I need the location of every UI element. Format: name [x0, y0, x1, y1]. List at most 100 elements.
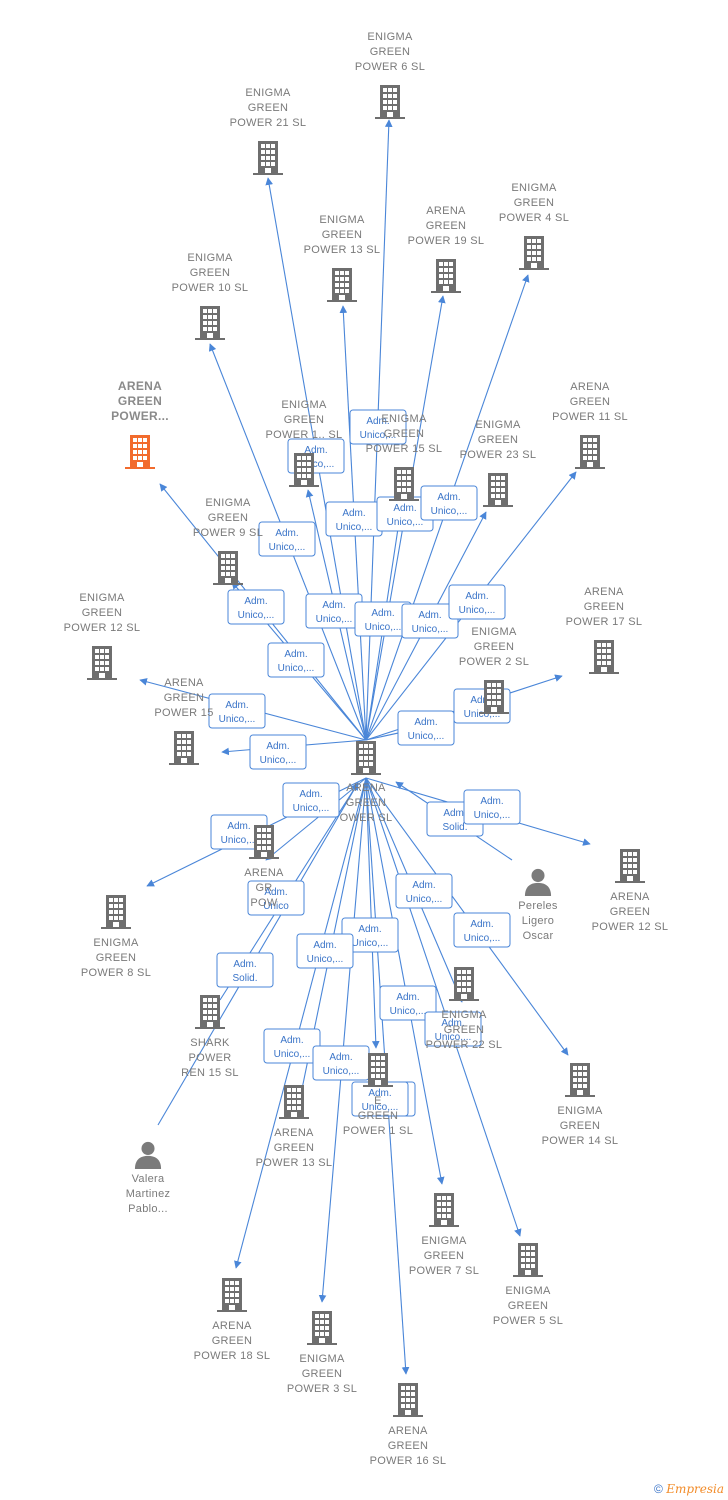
building-icon	[393, 1383, 423, 1417]
role-badge[interactable]: Adm.Unico,...	[325, 501, 383, 537]
badge-role: Adm.	[470, 919, 493, 930]
badge-role: Adm.	[304, 445, 327, 456]
person-node-n26[interactable]: ValeraMartinezPablo...	[126, 1141, 171, 1215]
node-label-line: POWER 13 SL	[304, 244, 381, 256]
node-label-line: GR	[255, 882, 272, 894]
role-badge[interactable]: Adm.Unico,...	[305, 593, 363, 629]
building-icon	[125, 435, 155, 469]
edge-center-n27	[365, 777, 445, 1185]
role-badge[interactable]: Adm.Unico,...	[258, 521, 316, 557]
node-label-line: POWER 2 SL	[459, 656, 529, 668]
role-badge[interactable]: Adm.Unico	[247, 880, 305, 916]
building-icon	[307, 1311, 337, 1345]
role-badge[interactable]: Adm.Solid.	[216, 952, 274, 988]
badge-role: Adm.	[470, 695, 493, 706]
role-badge[interactable]: Adm.Unico,...	[354, 601, 412, 637]
role-badge[interactable]: Adm. Unico,...	[312, 1045, 370, 1081]
role-badge[interactable]: Adm.Unico,...	[208, 693, 266, 729]
role-badge[interactable]: Adm.Unico,...	[395, 873, 453, 909]
company-node-n7[interactable]: ARENAGREENPOWER...	[111, 379, 169, 469]
node-label-line: POWER 22 SL	[426, 1039, 503, 1051]
role-badge[interactable]: Adm.Unico,...	[296, 933, 354, 969]
node-label-line: POWER 4 SL	[499, 212, 569, 224]
role-badge[interactable]: Adm.Unico,...	[420, 485, 478, 521]
role-badge[interactable]: Adm.Unico,...	[249, 734, 307, 770]
node-label-line: ENIGMA	[557, 1105, 603, 1117]
badge-detail: Unico,...	[336, 522, 373, 533]
role-badge[interactable]: Adm.Unico,...	[401, 603, 459, 639]
node-label-line: GREEN	[346, 797, 387, 809]
person-icon	[134, 1141, 162, 1169]
role-badge[interactable]: Adm.Unico,...	[448, 584, 506, 620]
role-badge[interactable]: Adm.Unico,...	[227, 589, 285, 625]
node-label-line: GREEN	[82, 607, 123, 619]
badge-role: Adm.	[396, 992, 419, 1003]
building-icon	[575, 435, 605, 469]
badge-detail: Unico,...	[219, 714, 256, 725]
node-label-line: POWER 3 SL	[287, 1383, 357, 1395]
node-label-line: Pablo...	[128, 1203, 168, 1215]
node-label-line: GREEN	[426, 220, 467, 232]
role-badge[interactable]: Adm.Unico,...	[453, 912, 511, 948]
role-badge[interactable]: Adm. Unico,...	[379, 985, 437, 1021]
node-label-line: ENIGMA	[319, 214, 365, 226]
node-label-line: GREEN	[274, 1142, 315, 1154]
empresia-credit[interactable]: © Empresia	[654, 1482, 724, 1496]
badge-detail: Unico,...	[390, 1006, 427, 1017]
role-badge[interactable]: Adm.Unico,...	[397, 710, 455, 746]
badge-detail: Unico,...	[323, 1066, 360, 1077]
role-badge[interactable]: Adm.Unico,...	[267, 642, 325, 678]
role-badge[interactable]: Adm.Unico,...	[463, 789, 521, 825]
role-badge[interactable]: Adm.Unico,...	[341, 917, 399, 953]
badge-detail: Unico,...	[459, 605, 496, 616]
node-label-line: GREEN	[322, 229, 363, 241]
building-icon	[589, 640, 619, 674]
badge-detail: Unico,...	[238, 610, 275, 621]
badge-role: Adm.	[441, 1018, 464, 1029]
role-badge[interactable]: Adm.Unico,...	[282, 782, 340, 818]
badge-role: Adm.	[329, 1052, 352, 1063]
role-badge[interactable]: Adm.Unico,...	[349, 409, 407, 445]
role-badge[interactable]: Adm.Unico,...	[263, 1028, 321, 1064]
badge-role: Adm.	[443, 808, 466, 819]
company-node-n4[interactable]: ENIGMA GREEN POWER 13 SL	[304, 214, 381, 302]
building-icon	[253, 141, 283, 175]
building-icon	[429, 1193, 459, 1227]
node-label-line: GREEN	[478, 434, 519, 446]
role-badge[interactable]: Adm.Unico,...	[424, 1011, 482, 1047]
badge-detail: Unico,...	[274, 1049, 311, 1060]
node-label-line: POWER 1.. SL	[266, 429, 343, 441]
node-label-line: ARENA	[388, 1425, 428, 1437]
node-label-line: GREEN	[284, 414, 325, 426]
